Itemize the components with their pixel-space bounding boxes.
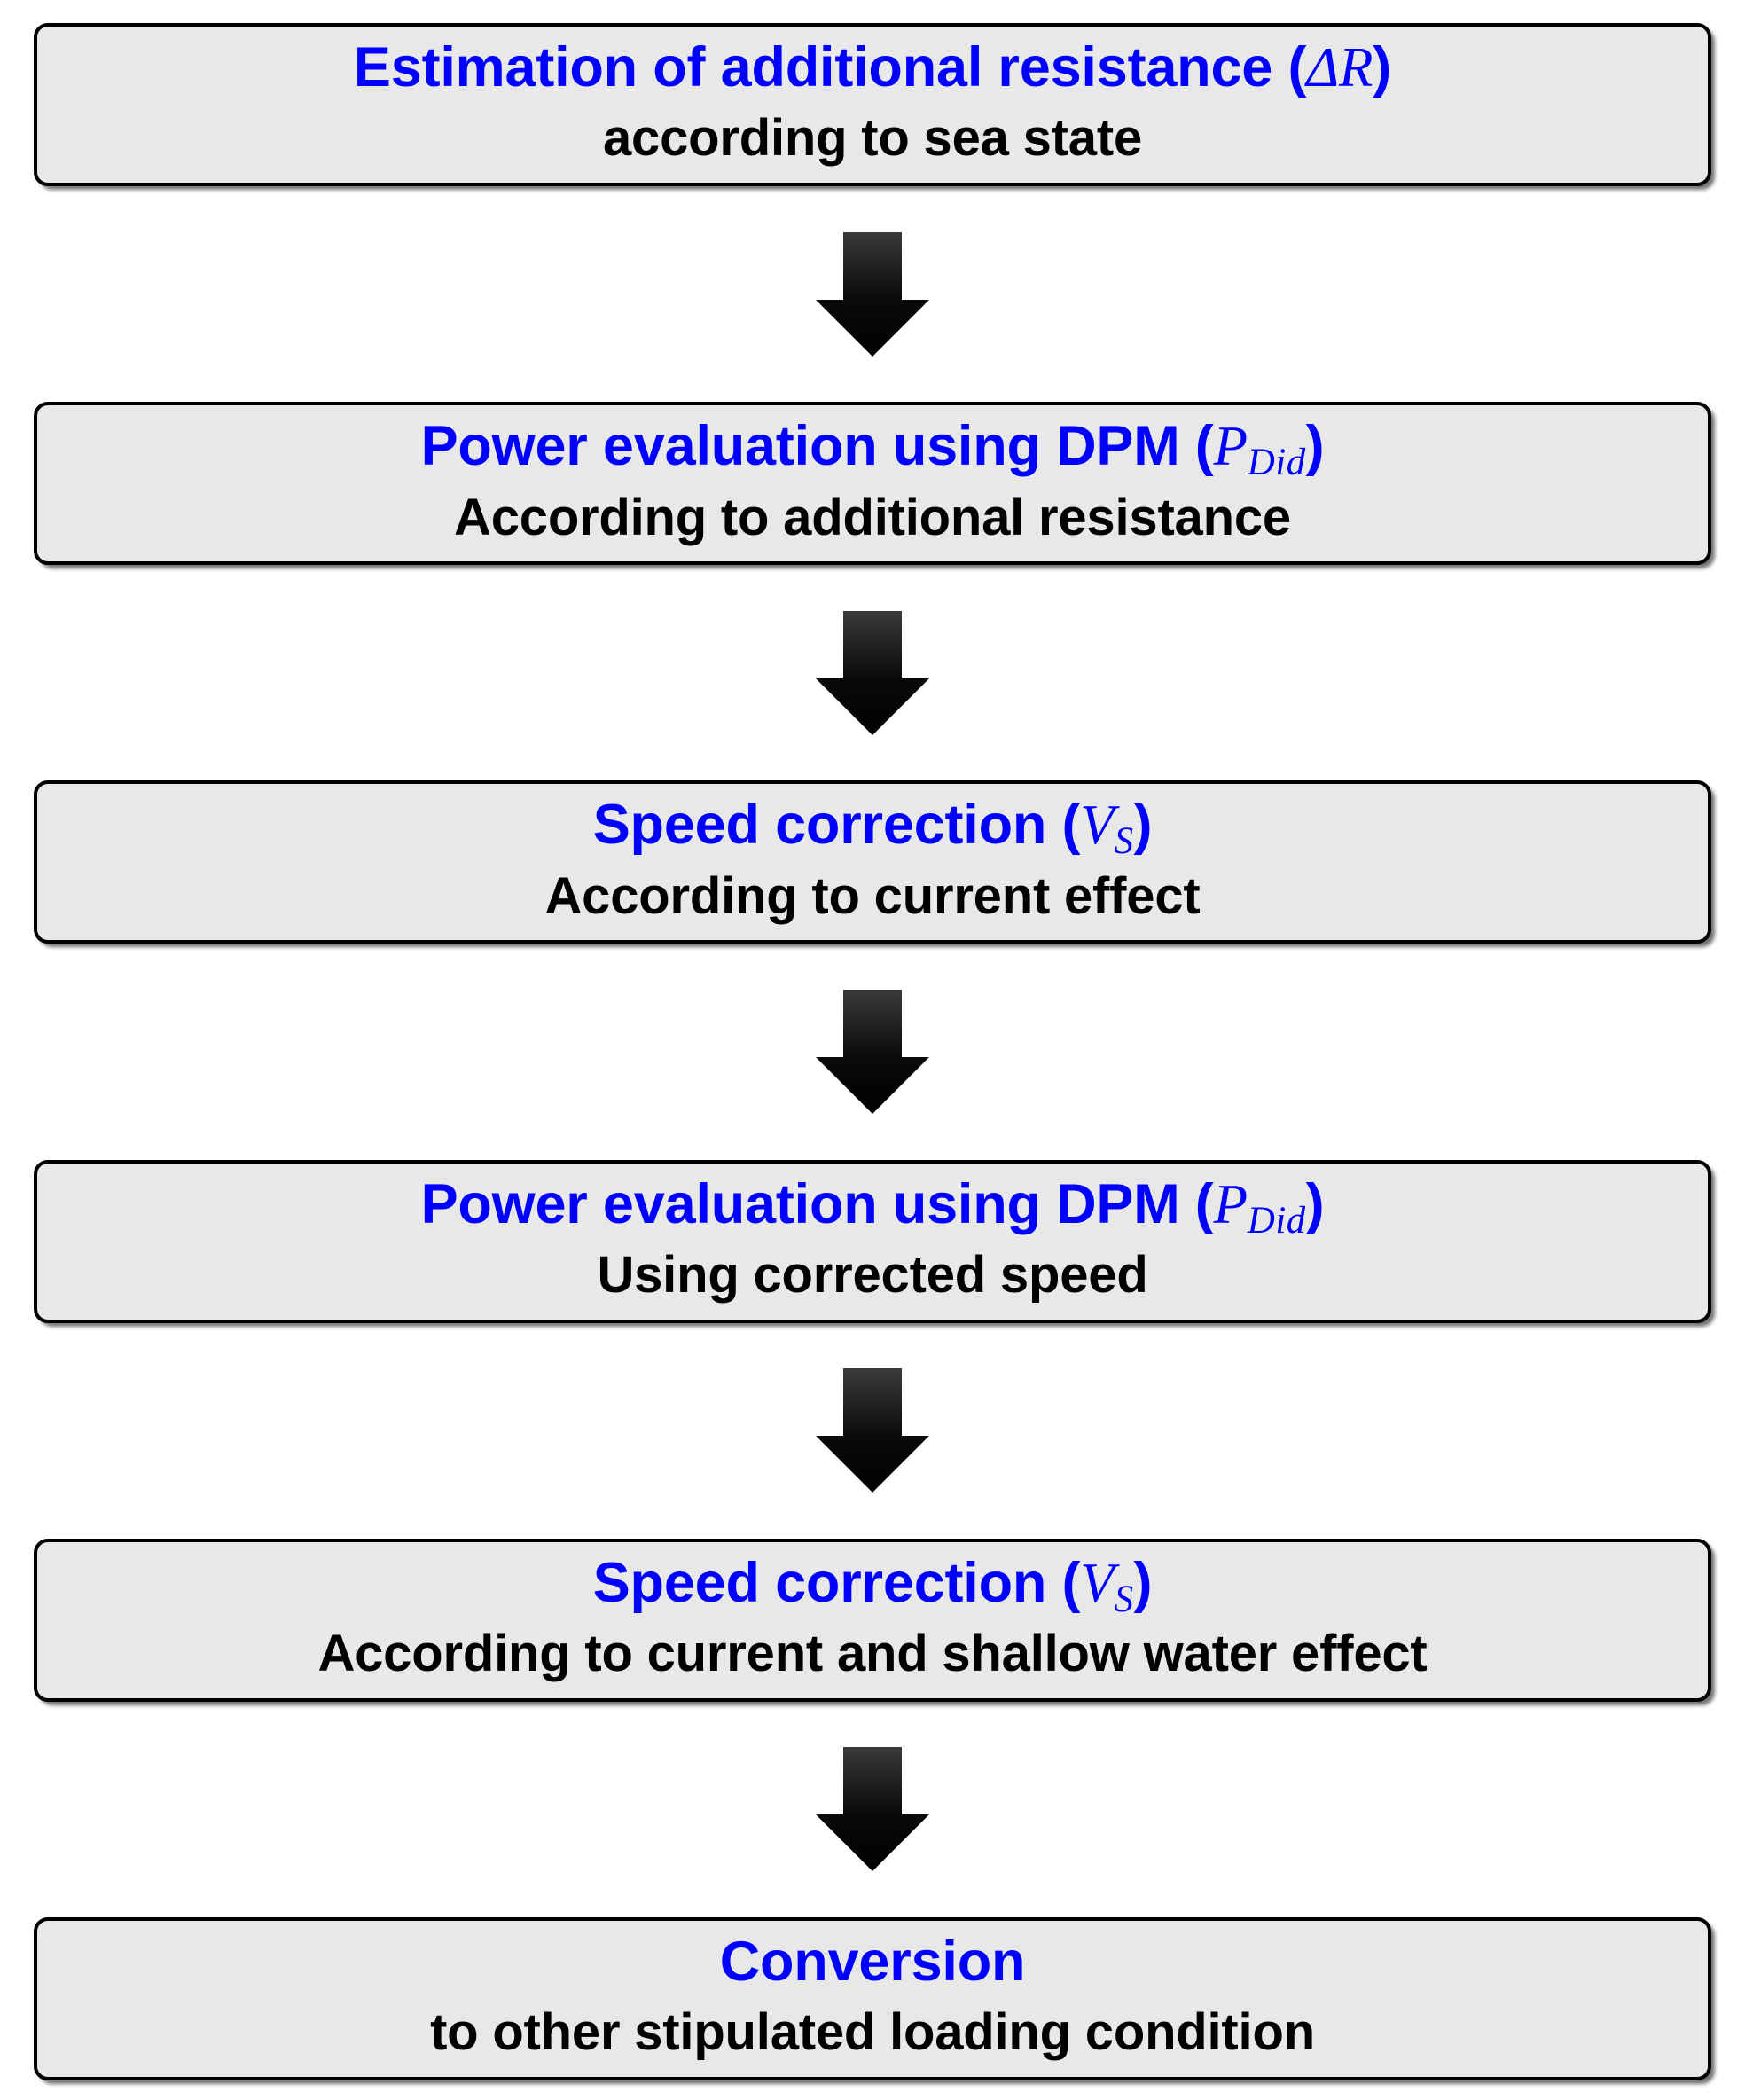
flow-node-3-primary-subscript: S bbox=[1114, 820, 1134, 863]
flow-node-4-primary-prefix: Power evaluation using DPM ( bbox=[420, 1172, 1214, 1235]
flow-node-5-primary-subscript: S bbox=[1114, 1578, 1134, 1620]
flow-node-6-primary-label: Conversion bbox=[60, 1928, 1685, 2002]
flow-node-2-secondary-label: According to additional resistance bbox=[454, 488, 1291, 546]
down-arrow-icon bbox=[816, 1368, 929, 1493]
flow-node-5-primary-variable: V bbox=[1080, 1551, 1115, 1614]
flow-node-4-primary-variable: P bbox=[1213, 1172, 1248, 1235]
flow-node-6[interactable]: Conversion to other stipulated loading c… bbox=[34, 1916, 1711, 2080]
flow-node-3[interactable]: Speed correction (VS) According to curre… bbox=[34, 780, 1711, 944]
flow-connector-1 bbox=[0, 231, 1745, 358]
flow-node-3-primary-prefix: Speed correction ( bbox=[592, 794, 1081, 857]
flow-node-2-primary-subscript: Did bbox=[1247, 442, 1306, 484]
flow-node-5[interactable]: Speed correction (VS) According to curre… bbox=[34, 1538, 1711, 1702]
down-arrow-icon bbox=[816, 231, 929, 357]
flow-node-3-primary-suffix: ) bbox=[1133, 794, 1153, 857]
flow-node-2-primary-variable: P bbox=[1213, 415, 1248, 478]
flow-node-4-primary-label: Power evaluation using DPM (PDid) bbox=[60, 1171, 1685, 1244]
flow-node-5-primary-suffix: ) bbox=[1133, 1551, 1153, 1614]
flow-connector-3 bbox=[0, 988, 1745, 1116]
flow-node-1-primary-prefix: Estimation of additional resistance ( bbox=[353, 36, 1307, 98]
flow-connector-2 bbox=[0, 609, 1745, 737]
flow-node-2-primary-prefix: Power evaluation using DPM ( bbox=[420, 415, 1214, 478]
flow-node-2-primary-label: Power evaluation using DPM (PDid) bbox=[60, 412, 1685, 486]
flow-node-1-primary-suffix: ) bbox=[1373, 36, 1392, 98]
flow-node-5-primary-prefix: Speed correction ( bbox=[592, 1551, 1081, 1614]
flow-connector-4 bbox=[0, 1367, 1745, 1494]
flow-node-1[interactable]: Estimation of additional resistance (ΔR)… bbox=[34, 23, 1711, 187]
flow-node-1-secondary-label: according to sea state bbox=[602, 109, 1143, 168]
down-arrow-icon bbox=[816, 610, 929, 735]
flow-node-1-primary-variable: ΔR bbox=[1306, 36, 1373, 98]
flow-node-6-primary-prefix: Conversion bbox=[719, 1930, 1026, 1993]
flow-node-6-secondary-label: to other stipulated loading condition bbox=[430, 2003, 1315, 2062]
flow-node-4[interactable]: Power evaluation using DPM (PDid) Using … bbox=[34, 1159, 1711, 1323]
flow-node-5-primary-label: Speed correction (VS) bbox=[60, 1549, 1685, 1623]
flow-node-4-primary-subscript: Did bbox=[1247, 1199, 1306, 1242]
flow-node-5-secondary-label: According to current and shallow water e… bbox=[317, 1625, 1428, 1683]
down-arrow-icon bbox=[816, 990, 929, 1114]
flow-node-4-secondary-label: Using corrected speed bbox=[597, 1245, 1148, 1304]
flow-node-3-secondary-label: According to current effect bbox=[544, 866, 1201, 925]
down-arrow-icon bbox=[816, 1747, 929, 1872]
flow-node-3-primary-variable: V bbox=[1080, 794, 1115, 857]
flow-node-2-primary-suffix: ) bbox=[1305, 415, 1325, 478]
flow-node-3-primary-label: Speed correction (VS) bbox=[60, 791, 1685, 865]
flow-node-1-primary-label: Estimation of additional resistance (ΔR) bbox=[60, 34, 1685, 107]
flow-node-2[interactable]: Power evaluation using DPM (PDid) Accord… bbox=[34, 402, 1711, 566]
flow-node-4-primary-suffix: ) bbox=[1305, 1172, 1325, 1235]
flow-connector-5 bbox=[0, 1745, 1745, 1873]
